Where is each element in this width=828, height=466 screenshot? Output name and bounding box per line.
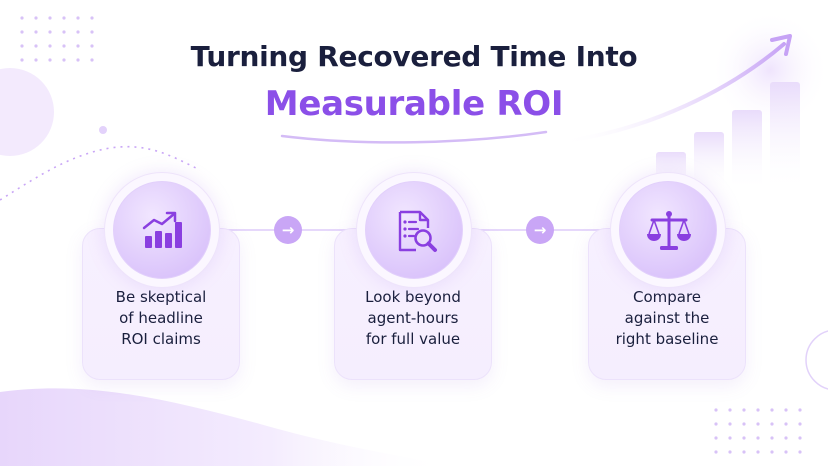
step-1-icon-halo: [104, 172, 220, 288]
arrow-right-icon: →: [526, 216, 554, 244]
arrow-right-icon: →: [274, 216, 302, 244]
step-2-icon-circle: [365, 181, 463, 279]
title-underline-swoosh: [280, 130, 548, 144]
step-3-text: Compare against the right baseline: [615, 288, 719, 348]
step-1-icon-circle: [113, 181, 211, 279]
page-title: Turning Recovered Time Into: [190, 40, 638, 73]
document-magnifier-icon: [398, 210, 437, 252]
step-3-icon-circle: [619, 181, 717, 279]
step-2-text: Look beyond agent-hours for full value: [365, 288, 461, 348]
rising-bar-chart-icon: [142, 211, 182, 248]
page-subtitle-highlight: Measurable ROI: [264, 84, 564, 124]
step-2-icon-halo: [356, 172, 472, 288]
balance-scale-icon: [647, 211, 691, 250]
step-1-text: Be skeptical of headline ROI claims: [115, 288, 207, 348]
step-3-icon-halo: [610, 172, 726, 288]
